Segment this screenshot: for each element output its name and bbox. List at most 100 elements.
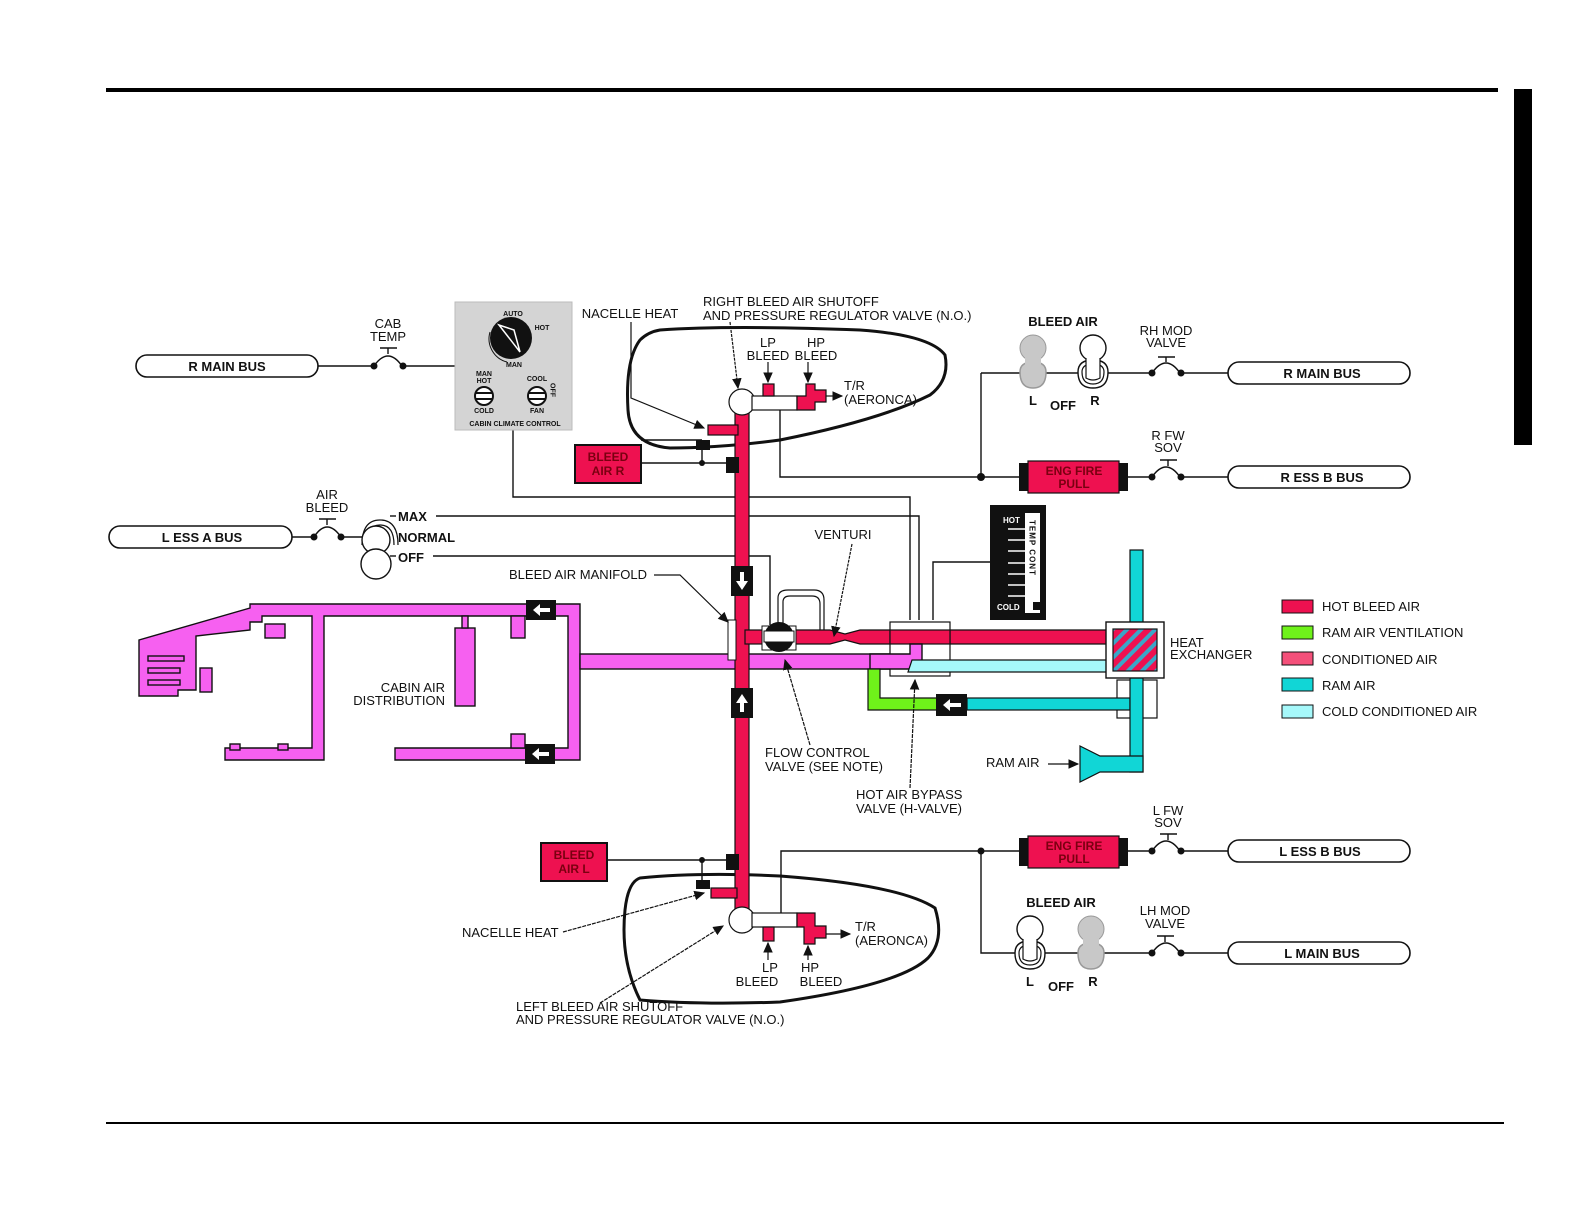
switch-title: BLEED AIR <box>1026 895 1096 910</box>
man-temp-switch[interactable] <box>474 386 494 406</box>
fan-switch[interactable] <box>527 386 547 406</box>
flow-arrow-up-icon <box>731 688 753 718</box>
bleed-air-l-toggle[interactable] <box>1019 334 1047 389</box>
bleed-air-r-toggle[interactable] <box>1077 915 1105 970</box>
breaker-label: SOV <box>1154 815 1182 830</box>
bus-l-ess-b: L ESS B BUS <box>1227 839 1411 863</box>
breaker-label: LH MOD <box>1140 903 1191 918</box>
label-hp-bleed-right: BLEED <box>795 348 838 363</box>
bus-label: L ESS A BUS <box>162 530 243 545</box>
switch-position-max: MAX <box>398 509 427 524</box>
panel-title: CABIN CLIMATE CONTROL <box>469 421 561 428</box>
flow-arrow-down-icon <box>731 566 753 596</box>
legend: HOT BLEED AIR RAM AIR VENTILATION CONDIT… <box>1281 599 1477 719</box>
switch-title: BLEED AIR <box>1028 314 1098 329</box>
breaker-r-fw-sov[interactable]: R FW SOV <box>1148 428 1186 481</box>
temp-cont-label: TEMP CONT <box>1028 520 1037 576</box>
breaker-label: RH MOD <box>1140 323 1193 338</box>
label-heat-exchanger: EXCHANGER <box>1170 647 1252 662</box>
switch-label: HOT <box>477 378 493 385</box>
label-right-valve: RIGHT BLEED AIR SHUTOFF <box>703 294 879 309</box>
flow-control-valve <box>727 589 825 661</box>
knob-label-auto: AUTO <box>503 311 523 318</box>
left-bleed-ports <box>728 906 852 960</box>
breaker-air-bleed[interactable]: AIR BLEED <box>306 487 349 541</box>
legend-item: RAM AIR <box>1281 677 1375 693</box>
legend-label: RAM AIR VENTILATION <box>1322 625 1463 640</box>
switch-label: MAN <box>476 371 492 378</box>
label-lp-bleed-right: LP <box>760 335 776 350</box>
header-rule <box>106 88 1498 92</box>
footer-rule <box>106 1122 1504 1124</box>
bleed-air-r-toggle[interactable] <box>1077 334 1109 389</box>
legend-item: HOT BLEED AIR <box>1281 599 1420 614</box>
bleed-air-r-annunciator: BLEED AIR R <box>574 444 642 484</box>
label-hp-bleed-left: HP <box>801 960 819 975</box>
label-lp-bleed-left: LP <box>762 960 778 975</box>
right-nacelle <box>626 326 948 450</box>
bus-label: R MAIN BUS <box>188 359 266 374</box>
breaker-label: L FW <box>1153 803 1184 818</box>
label-right-valve: AND PRESSURE REGULATOR VALVE (N.O.) <box>703 308 971 323</box>
switch-label-off: OFF <box>1050 398 1076 413</box>
heat-exchanger <box>1105 621 1165 679</box>
legend-swatch <box>1281 625 1314 640</box>
bus-r-main-right: R MAIN BUS <box>1227 361 1411 385</box>
breaker-lh-mod-valve[interactable]: LH MOD VALVE <box>1140 903 1191 957</box>
label-ram-air: RAM AIR <box>986 755 1039 770</box>
switch-label: COOL <box>527 376 548 383</box>
bus-label: L ESS B BUS <box>1279 844 1361 859</box>
annunciator-text: AIR R <box>592 464 625 478</box>
legend-label: COLD CONDITIONED AIR <box>1322 704 1477 719</box>
annunciator-text: BLEED <box>588 450 629 464</box>
legend-swatch <box>1281 651 1314 666</box>
legend-swatch <box>1281 704 1314 719</box>
breaker-cab-temp[interactable]: CAB TEMP <box>370 316 407 370</box>
air-bleed-switch[interactable] <box>360 515 399 580</box>
label-left-valve: AND PRESSURE REGULATOR VALVE (N.O.) <box>516 1012 784 1027</box>
eng-fire-pull-r-handle[interactable]: ENG FIRE PULL <box>1019 460 1128 494</box>
label-tr-left: T/R <box>855 919 876 934</box>
flow-arrow-left-icon <box>936 694 967 716</box>
switch-label-l: L <box>1029 393 1037 408</box>
wiring <box>292 365 1228 954</box>
eng-fire-pull-l-handle[interactable]: ENG FIRE PULL <box>1019 835 1128 869</box>
label-lp-bleed-left: BLEED <box>736 974 779 989</box>
bus-l-main: L MAIN BUS <box>1227 941 1411 965</box>
bus-r-main-left: R MAIN BUS <box>135 354 319 378</box>
switch-position-normal: NORMAL <box>398 530 455 545</box>
legend-label: CONDITIONED AIR <box>1322 652 1438 667</box>
handle-text: ENG FIRE <box>1046 839 1103 853</box>
breaker-rh-mod-valve[interactable]: RH MOD VALVE <box>1140 323 1193 377</box>
bleed-air-switch-right: BLEED AIR L OFF R <box>1019 314 1109 413</box>
bus-label: R ESS B BUS <box>1280 470 1363 485</box>
left-nacelle <box>622 872 941 1005</box>
label-flow-control-valve: VALVE (SEE NOTE) <box>765 759 883 774</box>
legend-item: CONDITIONED AIR <box>1281 651 1438 667</box>
temp-cold-label: COLD <box>997 603 1020 612</box>
hot-bleed-air-trunk <box>707 409 1111 911</box>
label-tr-left: (AERONCA) <box>855 933 928 948</box>
breaker-label: BLEED <box>306 500 349 515</box>
bus-r-ess-b: R ESS B BUS <box>1227 465 1411 489</box>
temp-mode-knob[interactable] <box>488 317 532 363</box>
bus-label: R MAIN BUS <box>1283 366 1361 381</box>
switch-label: FAN <box>530 408 544 415</box>
label-bleed-air-manifold: BLEED AIR MANIFOLD <box>509 567 647 582</box>
switch-position-off: OFF <box>398 550 424 565</box>
handle-text: PULL <box>1058 852 1089 866</box>
legend-label: HOT BLEED AIR <box>1322 599 1420 614</box>
right-bleed-ports <box>728 362 844 416</box>
breaker-l-fw-sov[interactable]: L FW SOV <box>1148 803 1185 855</box>
bleed-air-l-toggle[interactable] <box>1014 915 1046 970</box>
bleed-shutoff-sensor-l <box>726 854 739 870</box>
handle-text: ENG FIRE <box>1046 464 1103 478</box>
legend-item: RAM AIR VENTILATION <box>1281 625 1463 640</box>
label-flow-control-valve: FLOW CONTROL <box>765 745 870 760</box>
label-left-valve: LEFT BLEED AIR SHUTOFF <box>516 999 683 1014</box>
breaker-label: R FW <box>1151 428 1185 443</box>
bleed-shutoff-sensor-r <box>726 457 739 473</box>
switch-label-off: OFF <box>1048 979 1074 994</box>
switch-label-r: R <box>1090 393 1100 408</box>
label-cabin-air-distribution: DISTRIBUTION <box>353 693 445 708</box>
